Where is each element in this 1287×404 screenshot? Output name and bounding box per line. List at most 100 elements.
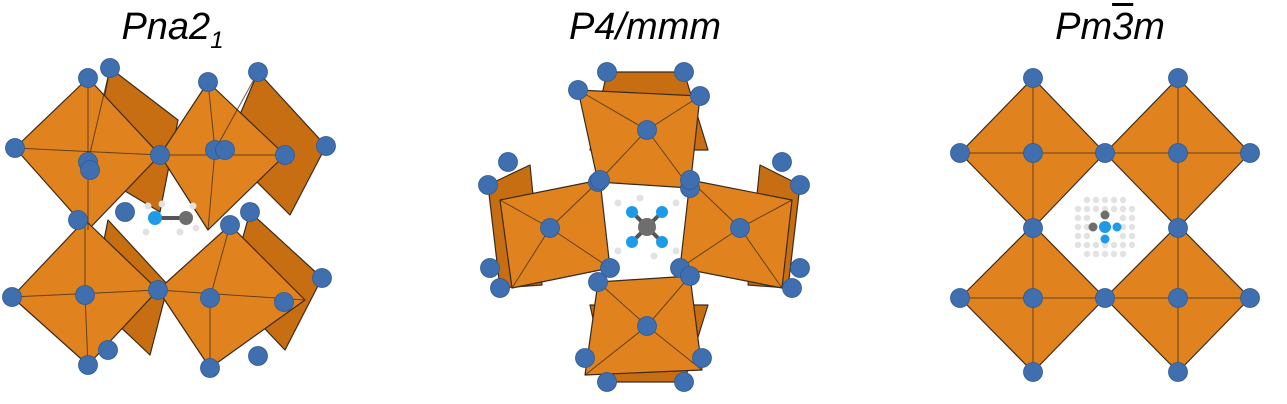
anion-atom [275, 145, 295, 165]
anion-atom [680, 170, 700, 190]
hydrogen-atom [1110, 205, 1118, 213]
anion-atom [148, 280, 168, 300]
anion-atom [115, 202, 135, 222]
hydrogen-atom [1083, 250, 1091, 258]
molecule-atom [1100, 234, 1110, 244]
anion-atom [248, 346, 268, 366]
hydrogen-atom [1110, 241, 1118, 249]
anion-atom [1168, 288, 1188, 308]
anion-atom [782, 278, 802, 298]
anion-atom [480, 258, 500, 278]
anion-atom [772, 152, 792, 172]
hydrogen-atom [1119, 223, 1127, 231]
hydrogen-atom [1083, 223, 1091, 231]
panel-pna21: Pna21 [0, 0, 345, 404]
anion-atom [78, 355, 98, 375]
hydrogen-atom [1092, 205, 1100, 213]
anion-atom [98, 340, 118, 360]
hydrogen-atom [1119, 205, 1127, 213]
structure-p4mmm [478, 62, 810, 392]
hydrogen-atom [1110, 250, 1118, 258]
molecule-fa [614, 194, 680, 260]
anion-atom [540, 218, 560, 238]
anion-atom [478, 175, 498, 195]
anion-atom [1240, 143, 1260, 163]
anion-atom [150, 145, 170, 165]
anion-atom [674, 62, 694, 82]
anion-atom [1168, 362, 1188, 382]
anion-atom [78, 68, 98, 88]
title-bar: 3 [1112, 6, 1134, 48]
anion-atom [1095, 143, 1115, 163]
hydrogen-atom [1074, 205, 1082, 213]
anions-pm3m [950, 68, 1260, 382]
hydrogen-atom [1083, 205, 1091, 213]
hydrogen-atom [1119, 214, 1127, 222]
anion-atom [568, 80, 588, 100]
anion-atom [498, 152, 518, 172]
anion-atom [588, 272, 608, 292]
hydrogen-atom [1083, 232, 1091, 240]
anion-atom [316, 136, 336, 156]
structure-pna21 [2, 58, 336, 378]
anion-atom [1023, 218, 1043, 238]
panel-title-pm3m: Pm3m [940, 6, 1280, 49]
title-prefix: Pm [1055, 6, 1113, 48]
molecule-atom [1088, 222, 1098, 232]
molecule-disordered [1074, 196, 1136, 258]
hydrogen-atom [1092, 241, 1100, 249]
anion-atom [1023, 362, 1043, 382]
anion-atom [274, 292, 294, 312]
anion-atom [215, 140, 235, 160]
anion-atom [674, 372, 694, 392]
anion-atom [790, 175, 810, 195]
anion-atom [730, 218, 750, 238]
anion-atom [240, 202, 260, 222]
hydrogen-atom [1092, 250, 1100, 258]
panel-title-p4mmm: P4/mmm [470, 6, 820, 49]
hydrogen-atom [1074, 241, 1082, 249]
anion-atom [637, 120, 657, 140]
hydrogen-atom [1101, 250, 1109, 258]
anion-atom [637, 316, 657, 336]
anion-atom [200, 288, 220, 308]
hydrogen-atom [1119, 196, 1127, 204]
anion-atom [220, 215, 240, 235]
anion-atom [100, 58, 120, 78]
title-main: Pna2 [121, 6, 211, 48]
anion-atom [600, 258, 620, 278]
anion-atom [790, 258, 810, 278]
hydrogen-atom [1128, 214, 1136, 222]
anion-atom [68, 210, 88, 230]
anions-pna21 [2, 58, 336, 378]
title-suffix: m [1133, 6, 1165, 48]
anion-atom [198, 72, 218, 92]
molecule-atom [1112, 222, 1122, 232]
anion-atom [1095, 288, 1115, 308]
structure-pm3m [950, 68, 1260, 382]
anion-atom [590, 170, 610, 190]
title-subscript: 1 [210, 27, 224, 54]
anion-atom [2, 287, 22, 307]
anion-atom [575, 348, 595, 368]
hydrogen-atom [1074, 232, 1082, 240]
anion-atom [200, 358, 220, 378]
hydrogen-atom [1101, 196, 1109, 204]
hydrogen-atom [1128, 223, 1136, 231]
octahedra-edges [11, 67, 306, 368]
anion-atom [1023, 288, 1043, 308]
hydrogen-atom [1128, 241, 1136, 249]
anion-atom [1168, 143, 1188, 163]
anion-atom [1240, 288, 1260, 308]
anion-atom [1168, 218, 1188, 238]
anion-atom [597, 62, 617, 82]
hydrogen-atom [1074, 223, 1082, 231]
hydrogen-atom [1128, 232, 1136, 240]
anion-atom [950, 288, 970, 308]
anion-atom [248, 62, 268, 82]
hydrogen-atom [1083, 214, 1091, 222]
panel-title-pna21: Pna21 [0, 6, 345, 55]
anion-atom [80, 160, 100, 180]
hydrogen-atom [1101, 205, 1109, 213]
anion-atom [690, 86, 710, 106]
